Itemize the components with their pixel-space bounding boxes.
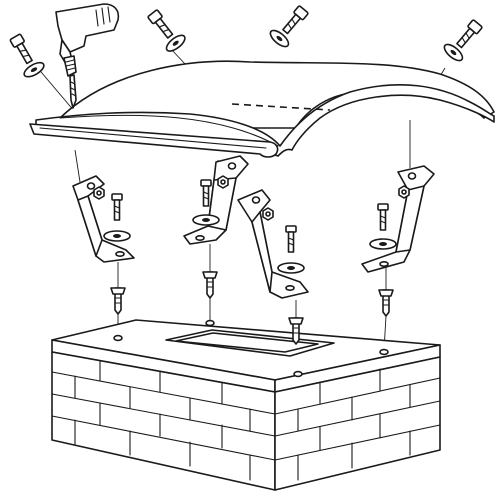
bracket-bolt-set xyxy=(277,225,305,274)
hex-nut xyxy=(262,207,274,221)
brick-wall-base xyxy=(51,319,441,491)
power-drill-icon xyxy=(55,3,120,109)
anchor-hole xyxy=(205,319,215,327)
base-side-face xyxy=(274,356,441,491)
anchor-hole xyxy=(379,348,389,356)
wall-anchor xyxy=(202,271,218,299)
curved-canopy-panel xyxy=(29,60,495,158)
wall-anchor xyxy=(378,289,394,317)
anchor-hole xyxy=(293,370,303,378)
bracket-bolt-set xyxy=(192,179,220,226)
top-bolt-set xyxy=(269,5,309,48)
canopy-hidden-edge xyxy=(231,103,331,111)
bracket-bolt-set xyxy=(103,193,131,242)
wall-anchors xyxy=(110,271,394,345)
brick-courses-side xyxy=(274,368,441,481)
hex-nut xyxy=(398,185,410,199)
anchor-hole xyxy=(113,334,123,342)
bracket-bolt-set xyxy=(369,203,397,250)
wall-anchor xyxy=(110,287,126,315)
mounting-bracket xyxy=(361,165,435,273)
base-opening-inner xyxy=(175,332,319,353)
wall-anchor xyxy=(288,317,304,345)
mounting-bracket xyxy=(237,189,309,299)
top-bolt-set xyxy=(9,33,45,78)
top-bolt-set xyxy=(443,19,483,62)
top-bolt-set xyxy=(147,9,186,52)
hex-nut xyxy=(217,175,229,189)
mounting-bracket xyxy=(72,175,135,263)
brick-courses-front xyxy=(51,360,276,481)
hex-nut xyxy=(93,186,105,200)
